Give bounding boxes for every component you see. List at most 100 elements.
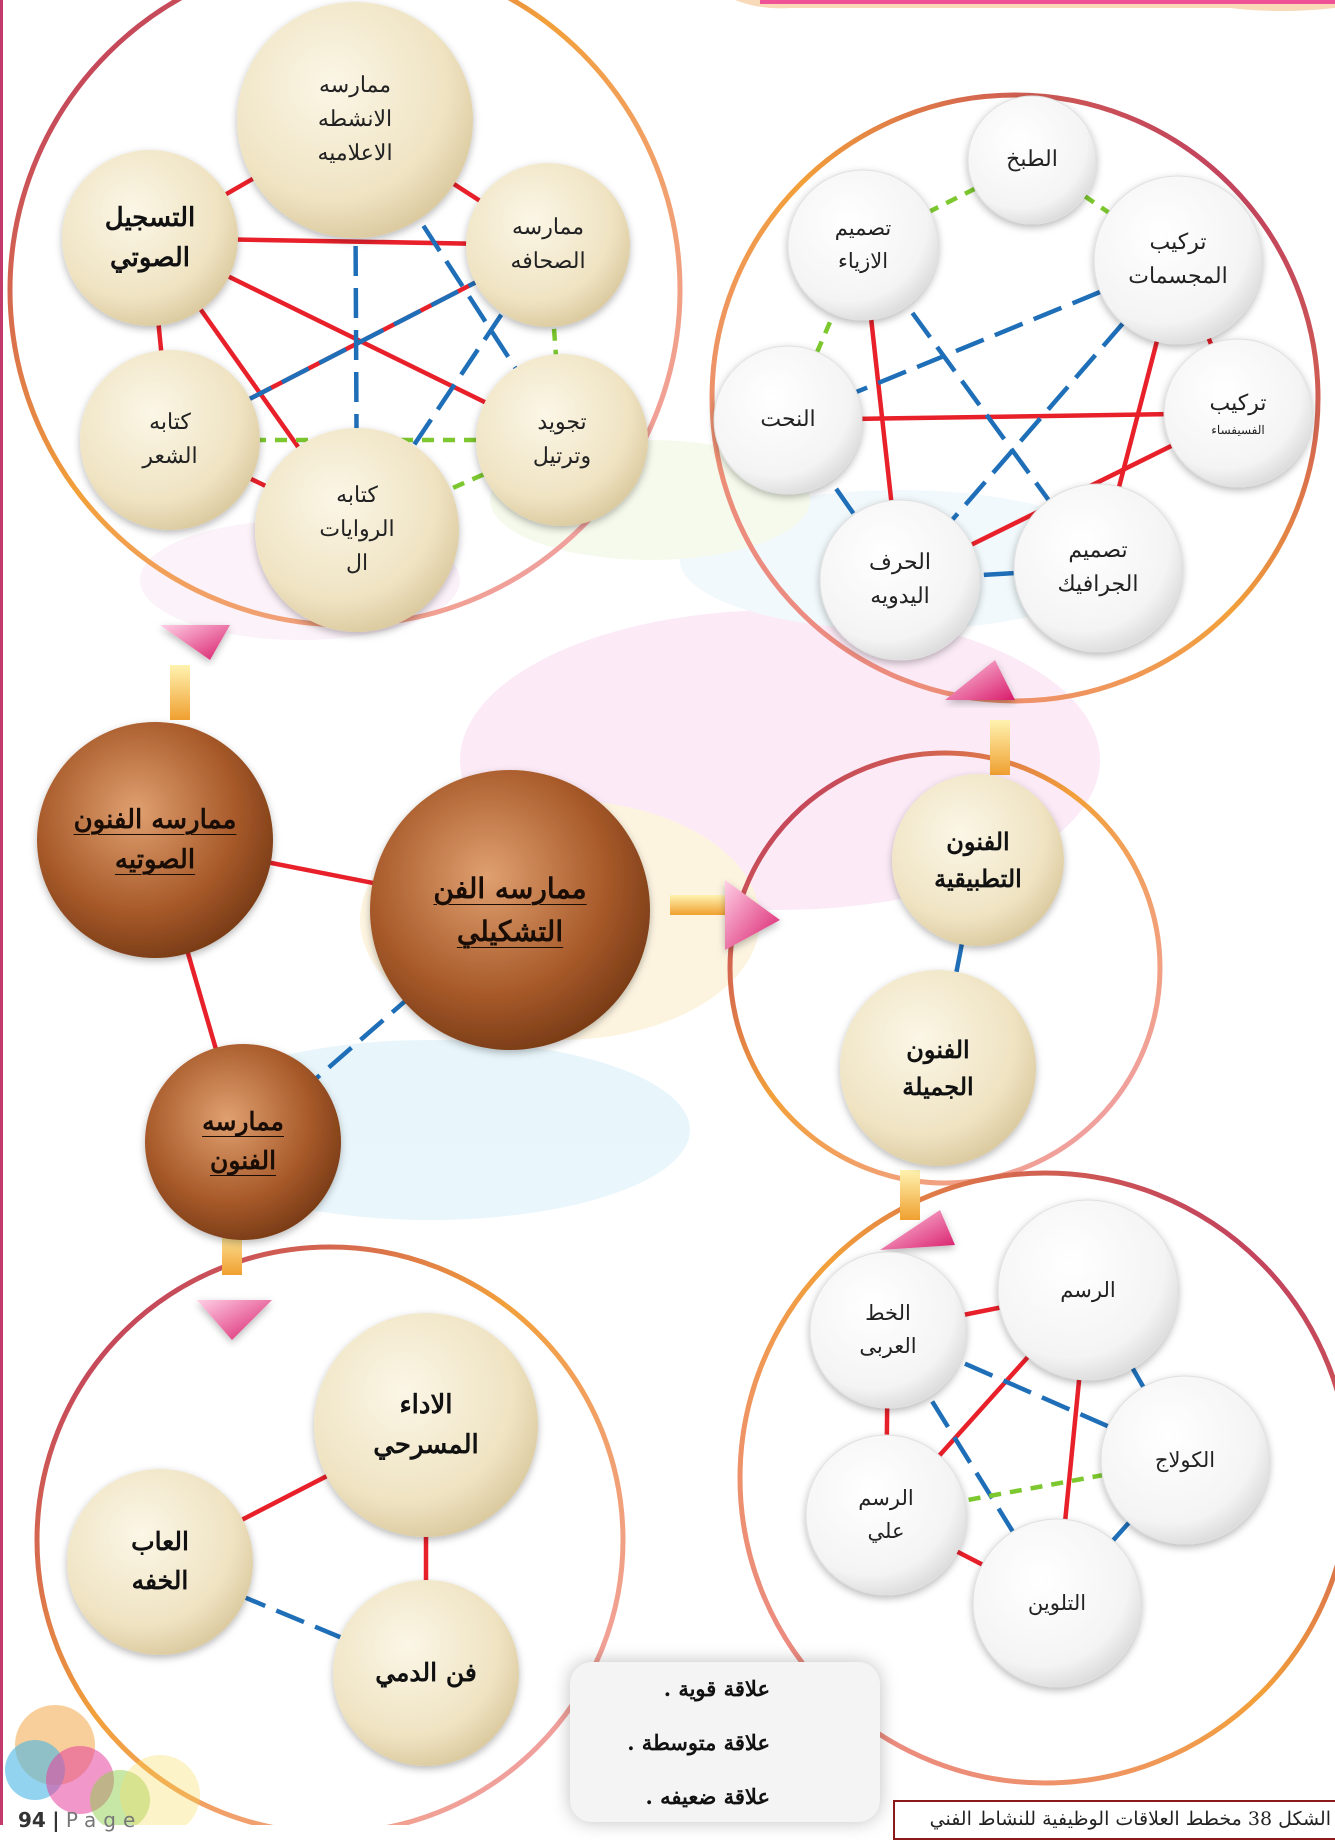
node-circle-puppets bbox=[333, 1580, 519, 1766]
node-label-media: ممارسه الانشطه الاعلاميه bbox=[237, 2, 473, 238]
node-circle-audio bbox=[37, 722, 273, 958]
page-footer: 94 | Page bbox=[18, 1808, 142, 1832]
node-label-mosaic: تركيب الفسيفساء bbox=[1164, 339, 1312, 487]
node-label-stage: الاداء المسرحي bbox=[314, 1313, 538, 1537]
node-label-painting_on: الرسم علي bbox=[806, 1435, 966, 1595]
legend-weak-text: علاقة ضعيفه . bbox=[645, 1784, 770, 1809]
node-text-shadow: العاب الخفه bbox=[131, 1527, 189, 1595]
arrow-applied-up bbox=[945, 660, 1015, 775]
page-number: 94 bbox=[18, 1808, 46, 1832]
node-subtext-mosaic: الفسيفساء bbox=[1211, 422, 1265, 437]
ring-arts-cluster bbox=[727, 750, 1163, 1186]
node-text-puppets: فن الدمي bbox=[375, 1657, 477, 1687]
node-circle-arts bbox=[145, 1044, 341, 1240]
node-circle-visual bbox=[370, 770, 650, 1050]
node-circle-mosaic bbox=[1163, 338, 1313, 488]
legend-strong-text: علاقة قوية . bbox=[663, 1676, 770, 1701]
node-label-puppets: فن الدمي bbox=[333, 1580, 519, 1766]
node-text-drawing: الرسم bbox=[1060, 1277, 1116, 1302]
node-circle-media bbox=[237, 2, 473, 238]
figure-caption: الشكل 38 مخطط العلاقات الوظيفية للنشاط ا… bbox=[893, 1800, 1335, 1840]
edge-sculpture-crafts bbox=[786, 418, 902, 582]
node-text-poetry: كتابه الشعر bbox=[142, 409, 198, 469]
node-label-calligraphy: الخط العربى bbox=[810, 1252, 966, 1408]
arrow-audio-up bbox=[160, 625, 230, 720]
node-circle-tajweed bbox=[476, 354, 648, 526]
legend-strong: علاقة قوية . bbox=[664, 1676, 770, 1701]
node-text-novels: كتابه الروايات ال bbox=[319, 482, 395, 577]
cluster-connector-arrows bbox=[160, 625, 1015, 1340]
caption-text: الشكل 38 مخطط العلاقات الوظيفية للنشاط ا… bbox=[929, 1808, 1331, 1830]
node-text-recording: التسجيل الصوتي bbox=[104, 202, 196, 273]
node-text-tajweed: تجويد وترتيل bbox=[532, 409, 592, 469]
node-circle-shadow bbox=[67, 1469, 253, 1655]
node-circle-coloring bbox=[972, 1518, 1142, 1688]
node-text-collage: الكولاج bbox=[1154, 1447, 1216, 1472]
node-text-visual: ممارسه الفن التشكيلي bbox=[433, 871, 587, 948]
node-circle-calligraphy bbox=[809, 1251, 967, 1409]
node-text-models: تركيب المجسمات bbox=[1128, 229, 1228, 289]
arrow-theater-down bbox=[197, 1225, 272, 1340]
node-label-recording: التسجيل الصوتي bbox=[62, 150, 238, 326]
node-circle-crafts bbox=[819, 499, 981, 661]
node-text-journalism: ممارسه الصحافه bbox=[510, 214, 586, 274]
node-text-coloring: التلوين bbox=[1027, 1590, 1087, 1615]
ring-theater-cluster bbox=[34, 1244, 626, 1825]
node-text-arts: ممارسه الفنون bbox=[202, 1107, 284, 1175]
node-circle-fashion bbox=[787, 169, 939, 321]
legend-medium-text: علاقة متوسطة . bbox=[627, 1730, 770, 1755]
node-circle-journalism bbox=[466, 163, 630, 327]
corner-paint-splash bbox=[5, 1705, 200, 1825]
node-text-mosaic: تركيب bbox=[1209, 390, 1267, 416]
arrow-arts-right bbox=[670, 880, 780, 950]
node-circles bbox=[37, 2, 1313, 1766]
node-label-arts: ممارسه الفنون bbox=[145, 1044, 341, 1240]
edge-sculpture-mosaic bbox=[787, 410, 1239, 423]
node-text-audio: ممارسه الفنون الصوتيه bbox=[73, 804, 237, 875]
edge-crafts-graphic bbox=[899, 565, 1099, 583]
node-text-applied: الفنون التطبيقية bbox=[934, 826, 1022, 893]
node-text-media: ممارسه الانشطه الاعلاميه bbox=[317, 72, 393, 167]
node-text-fine: الفنون الجميلة bbox=[902, 1034, 974, 1101]
node-label-tajweed: تجويد وترتيل bbox=[476, 354, 648, 526]
node-label-audio: ممارسه الفنون الصوتيه bbox=[37, 722, 273, 958]
node-label-collage: الكولاج bbox=[1101, 1376, 1269, 1544]
node-text-graphic: تصميم الجرافيك bbox=[1057, 537, 1139, 597]
node-text-crafts: الحرف اليدويه bbox=[869, 549, 931, 609]
legend-weak: علاقة ضعيفه . bbox=[646, 1784, 770, 1809]
node-circle-recording bbox=[62, 150, 238, 326]
node-label-applied: الفنون التطبيقية bbox=[892, 774, 1064, 946]
node-label-graphic: تصميم الجرافيك bbox=[1014, 484, 1182, 652]
node-text-stage: الاداء المسرحي bbox=[373, 1389, 479, 1460]
node-label-fine: الفنون الجميلة bbox=[840, 970, 1036, 1166]
page-separator: | bbox=[52, 1808, 60, 1832]
node-circle-fine bbox=[840, 970, 1036, 1166]
ring-fine-cluster bbox=[737, 1170, 1335, 1786]
page-word: Page bbox=[65, 1808, 143, 1832]
legend-medium: علاقة متوسطة . bbox=[627, 1730, 770, 1755]
arrow-fine-down bbox=[880, 1170, 955, 1250]
node-circle-poetry bbox=[80, 350, 260, 530]
node-text-sculpture: النحت bbox=[760, 406, 816, 432]
node-text-calligraphy: الخط العربى bbox=[859, 1301, 917, 1358]
edge-novels-tajweed bbox=[356, 437, 563, 533]
node-label-fashion: تصميم الازياء bbox=[788, 170, 938, 320]
edge-drawing-collage bbox=[1086, 1288, 1187, 1462]
page-left-border bbox=[0, 0, 3, 1825]
node-label-poetry: كتابه الشعر bbox=[80, 350, 260, 530]
legend: علاقة قوية . علاقة متوسطة . علاقة ضعيفه … bbox=[570, 1662, 880, 1822]
node-circle-sculpture bbox=[713, 345, 863, 495]
node-circle-drawing bbox=[997, 1199, 1179, 1381]
node-label-journalism: ممارسه الصحافه bbox=[466, 163, 630, 327]
ring-applied-cluster bbox=[709, 92, 1321, 704]
node-circle-models bbox=[1093, 175, 1263, 345]
node-circle-novels bbox=[255, 428, 459, 632]
node-label-coloring: التلوين bbox=[973, 1519, 1141, 1687]
node-circle-collage bbox=[1100, 1375, 1270, 1545]
node-label-models: تركيب المجسمات bbox=[1094, 176, 1262, 344]
node-text-painting_on: الرسم علي bbox=[858, 1486, 914, 1543]
node-text-cooking: الطبخ bbox=[1006, 146, 1058, 172]
node-circle-stage bbox=[314, 1313, 538, 1537]
node-circle-graphic bbox=[1013, 483, 1183, 653]
